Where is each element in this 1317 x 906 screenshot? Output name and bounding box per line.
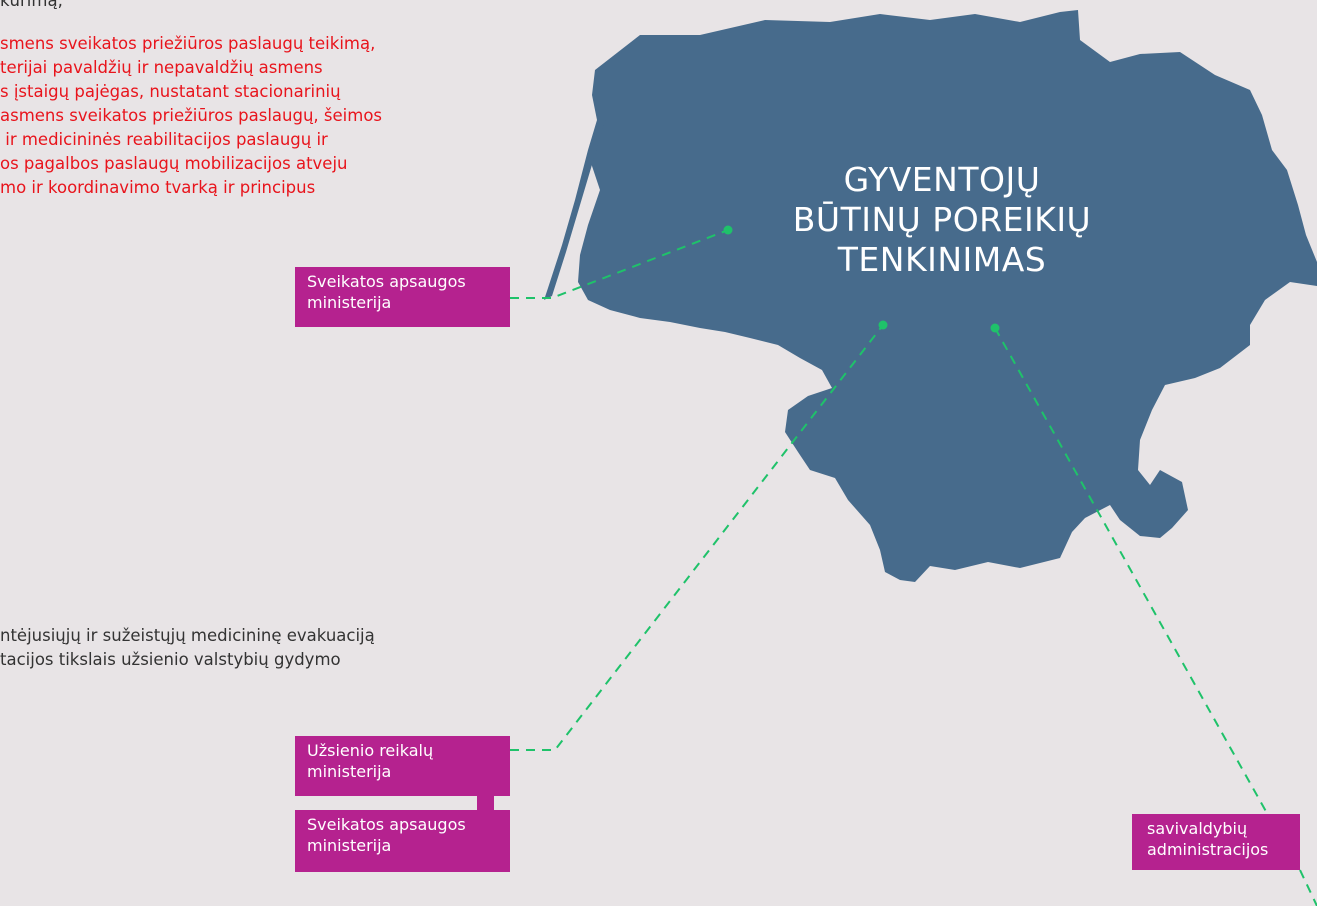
tag-foreign-ministry: Užsienio reikalų ministerija [295,736,510,796]
tag-health-ministry-top: Sveikatos apsaugos ministerija [295,267,510,327]
tag-link-stub [477,796,494,810]
middle-paragraph: ntėjusiųjų ir sužeistųjų medicininę evak… [0,626,375,669]
map-title: GYVENTOJŲ BŪTINŲ POREIKIŲ TENKINIMAS [792,160,1092,279]
top-red-paragraph: smens sveikatos priežiūros paslaugų teik… [0,34,383,197]
connector-dot [723,225,733,235]
connector-dot [878,320,888,330]
lithuania-map [578,10,1317,582]
curonian-spit [544,110,606,300]
top-first-line: kūrimą; [0,0,64,10]
connector-dot [990,323,1000,333]
connector-right [994,327,1317,906]
connector-middle [295,324,884,751]
tag-municipal-admin: savivaldybių administracijos [1132,814,1300,870]
tag-health-ministry-bottom: Sveikatos apsaugos ministerija [295,810,510,872]
